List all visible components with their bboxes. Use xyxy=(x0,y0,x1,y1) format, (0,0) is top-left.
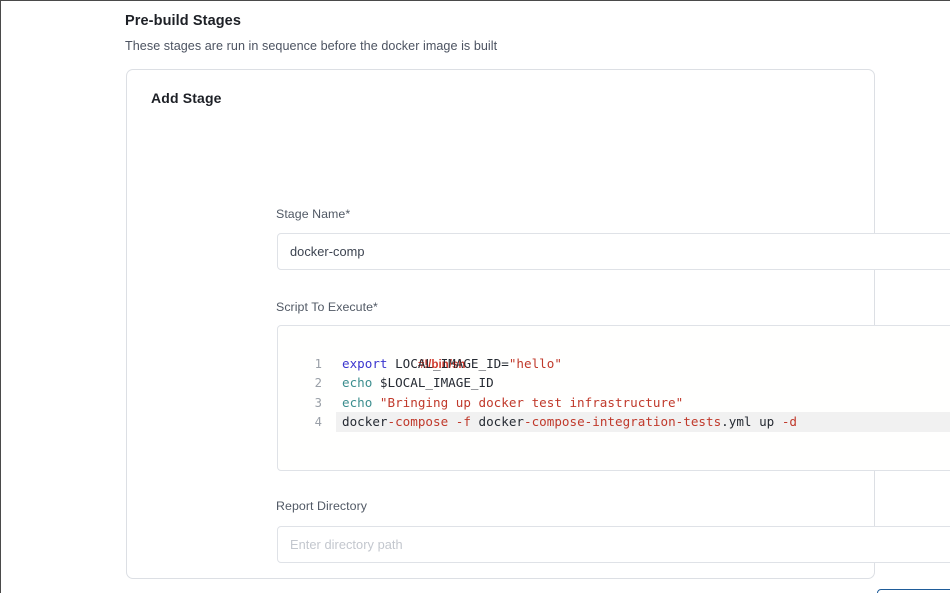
code-token: "Bringing up docker test infrastructure" xyxy=(372,394,684,410)
code-token: $LOCAL_IMAGE_ID xyxy=(372,375,494,390)
line-number: 2 xyxy=(314,376,322,390)
code-token: -compose-integration-tests xyxy=(524,414,722,429)
code-text: docker-compose -f docker-compose-integra… xyxy=(322,412,797,432)
code-token: LOCAL_IMAGE_ID= xyxy=(387,355,509,371)
line-number: 3 xyxy=(314,395,322,410)
code-token: echo xyxy=(342,394,373,410)
code-text: export LOCAL_IMAGE_ID="hello" xyxy=(322,354,562,374)
code-text: echo $LOCAL_IMAGE_ID xyxy=(322,373,494,393)
code-token: "hello" xyxy=(508,355,562,371)
code-row-shebang: #!/bin/sh xyxy=(278,334,950,371)
code-token xyxy=(448,414,456,429)
script-to-execute-label: Script To Execute* xyxy=(276,300,378,314)
shebang-text: #!/bin/sh xyxy=(417,357,466,371)
report-directory-input[interactable] xyxy=(277,526,950,563)
section-header: Pre-build Stages These stages are run in… xyxy=(125,13,825,53)
code-token: export xyxy=(342,355,388,371)
code-token: .yml up xyxy=(721,414,782,429)
code-token: echo xyxy=(342,375,373,390)
add-stage-card: Add Stage Stage Name* Script To Execute*… xyxy=(126,69,950,593)
card-title: Add Stage xyxy=(151,90,222,106)
code-token: -f xyxy=(455,414,471,429)
line-number: 4 xyxy=(314,415,322,429)
code-token: -d xyxy=(781,414,797,429)
page-subtitle: These stages are run in sequence before … xyxy=(125,39,498,53)
report-directory-label: Report Directory xyxy=(276,499,368,513)
code-token: docker xyxy=(470,414,525,429)
page-title: Pre-build Stages xyxy=(125,13,242,29)
code-text: echo "Bringing up docker test infrastruc… xyxy=(322,393,683,413)
stage-name-label: Stage Name* xyxy=(276,207,351,221)
stage-name-input[interactable] xyxy=(277,233,950,270)
done-button[interactable]: Done xyxy=(877,589,950,593)
line-number: 1 xyxy=(314,356,322,371)
code-token: -compose xyxy=(387,414,449,429)
code-token: docker xyxy=(342,414,388,429)
